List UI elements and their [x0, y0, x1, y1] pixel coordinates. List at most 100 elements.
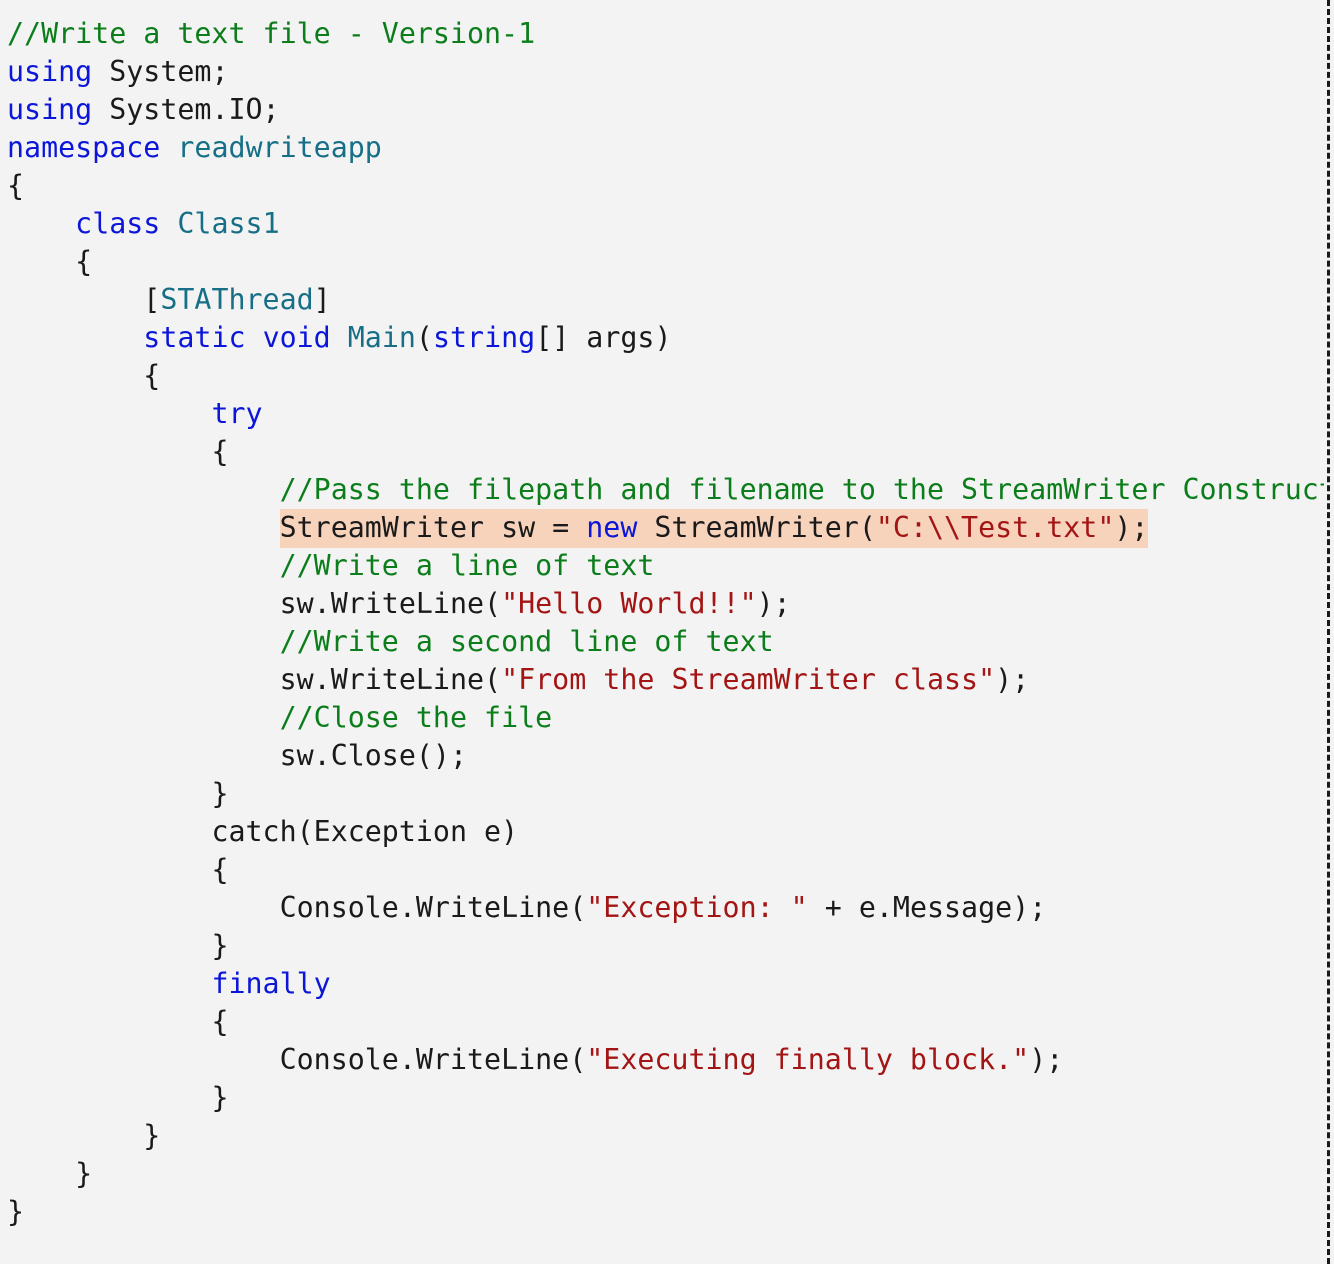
code-token-plain: } [143, 1119, 161, 1152]
code-token-comment: //Close the file [279, 701, 553, 734]
code-token-plain: ); [1029, 1043, 1064, 1076]
code-lines: //Write a text file - Version-1 using Sys… [7, 15, 1324, 1231]
code-line: { [7, 851, 1324, 889]
code-token-plain: ] [313, 283, 331, 316]
code-token-keyword: try [211, 397, 263, 430]
code-token-keyword: using [7, 55, 93, 88]
dashed-border [1327, 0, 1330, 1264]
code-content: Console.WriteLine("Executing finally blo… [280, 1043, 1064, 1076]
code-line: { [7, 167, 1324, 205]
code-content: static void Main(string[] args) [143, 321, 671, 354]
code-line: static void Main(string[] args) [7, 319, 1324, 357]
code-token-plain: ( [415, 321, 433, 354]
code-token-plain: } [211, 777, 229, 810]
code-token-comment: //Pass the filepath and filename to the … [279, 473, 1324, 506]
code-token-keyword: static [143, 321, 246, 354]
code-line: } [7, 775, 1324, 813]
code-content: using System.IO; [7, 93, 280, 126]
code-line: //Write a text file - Version-1 [7, 15, 1324, 53]
code-indent [7, 435, 211, 468]
code-line: } [7, 1117, 1324, 1155]
code-content: { [143, 359, 160, 392]
code-content: } [211, 929, 228, 962]
code-indent [7, 1043, 280, 1076]
code-token-keyword: string [432, 321, 536, 354]
code-content: } [143, 1119, 160, 1152]
code-content: [STAThread] [143, 283, 330, 316]
code-line: try [7, 395, 1324, 433]
code-token-string: "Exception: " [586, 891, 808, 924]
code-content: //Write a text file - Version-1 [7, 17, 535, 50]
code-token-plain: { [143, 359, 161, 392]
code-indent [7, 321, 143, 354]
code-line: namespace readwriteapp [7, 129, 1324, 167]
code-token-type: STAThread [160, 283, 314, 316]
code-line: { [7, 357, 1324, 395]
code-indent [7, 967, 211, 1000]
code-token-plain: StreamWriter( [637, 511, 876, 544]
code-content: //Write a line of text [280, 549, 655, 582]
code-line: } [7, 1155, 1324, 1193]
highlighted-code: StreamWriter sw = new StreamWriter("C:\\… [279, 509, 1149, 548]
code-content: //Write a second line of text [280, 625, 774, 658]
code-token-plain: catch(Exception e) [211, 815, 519, 848]
code-token-plain: System; [92, 55, 229, 88]
code-content: } [75, 1157, 92, 1190]
code-token-comment: //Write a line of text [279, 549, 655, 582]
code-token-string: "From the StreamWriter class" [501, 663, 996, 696]
code-indent [7, 701, 280, 734]
code-token-keyword: class [75, 207, 161, 240]
code-line: sw.WriteLine("Hello World!!"); [7, 585, 1324, 623]
code-content: try [211, 397, 262, 430]
code-token-plain [160, 131, 177, 164]
code-content: { [211, 1005, 228, 1038]
code-content: { [75, 245, 92, 278]
code-content: sw.Close(); [280, 739, 467, 772]
code-content: //Pass the filepath and filename to the … [280, 473, 1324, 506]
code-indent [7, 891, 280, 924]
code-token-comment: //Write a text file - Version-1 [7, 17, 536, 50]
code-indent [7, 777, 211, 810]
code-indent [7, 207, 75, 240]
code-token-plain: + e.Message); [807, 891, 1047, 924]
code-token-plain: [ [143, 283, 161, 316]
code-token-plain: StreamWriter sw = [279, 511, 587, 544]
code-line: sw.WriteLine("From the StreamWriter clas… [7, 661, 1324, 699]
code-token-plain: sw.WriteLine( [279, 587, 502, 620]
code-line: using System.IO; [7, 91, 1324, 129]
code-line: } [7, 927, 1324, 965]
code-line: using System; [7, 53, 1324, 91]
code-token-plain: { [7, 169, 25, 202]
code-indent [7, 1081, 211, 1114]
code-indent [7, 929, 211, 962]
code-content: finally [211, 967, 330, 1000]
code-content: using System; [7, 55, 228, 88]
code-token-plain: [] args) [535, 321, 672, 354]
code-content: { [211, 435, 228, 468]
code-indent [7, 549, 280, 582]
code-content: namespace readwriteapp [7, 131, 382, 164]
code-token-plain: { [211, 1005, 229, 1038]
code-indent [7, 587, 280, 620]
code-line: sw.Close(); [7, 737, 1324, 775]
code-token-plain [331, 321, 348, 354]
code-token-plain: sw.WriteLine( [279, 663, 502, 696]
code-line: { [7, 243, 1324, 281]
code-token-keyword: finally [211, 967, 331, 1000]
code-indent [7, 283, 143, 316]
code-line: //Close the file [7, 699, 1324, 737]
code-line: Console.WriteLine("Exception: " + e.Mess… [7, 889, 1324, 927]
code-token-plain: } [211, 1081, 229, 1114]
code-token-plain: Console.WriteLine( [279, 1043, 587, 1076]
code-token-plain: { [211, 853, 229, 886]
code-indent [7, 1157, 75, 1190]
code-token-keyword: new [586, 511, 638, 544]
code-content: class Class1 [75, 207, 279, 240]
code-token-plain: } [7, 1195, 25, 1228]
code-line: catch(Exception e) [7, 813, 1324, 851]
code-content: { [7, 169, 24, 202]
code-token-plain [246, 321, 263, 354]
code-content: sw.WriteLine("Hello World!!"); [280, 587, 791, 620]
code-line: } [7, 1193, 1324, 1231]
